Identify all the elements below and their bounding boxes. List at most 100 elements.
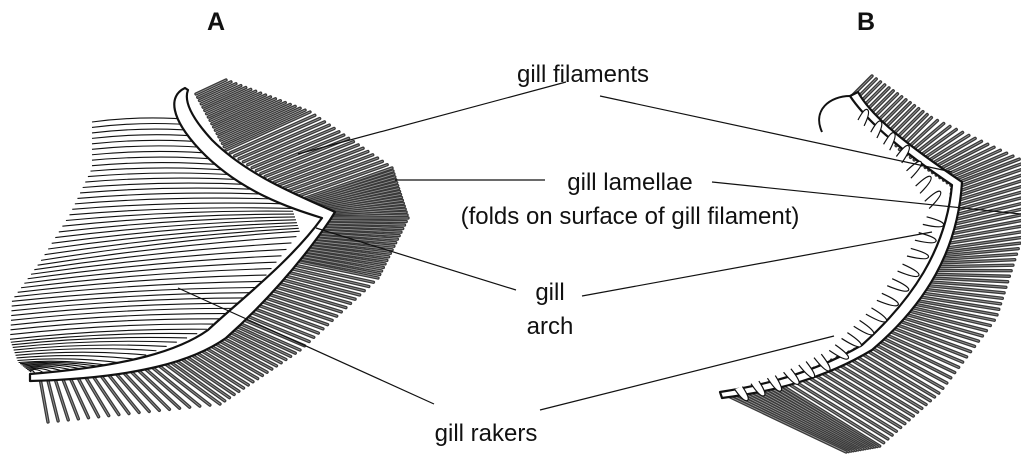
filament-highlight xyxy=(309,182,398,206)
filament-highlight xyxy=(836,357,923,409)
raker-loop xyxy=(813,353,831,372)
filament-highlight xyxy=(303,173,395,203)
raker-stroke xyxy=(62,213,295,227)
filament-highlight xyxy=(295,164,388,198)
filament-highlight xyxy=(939,253,1017,260)
filament-highlight xyxy=(291,268,370,287)
leader-lamellae-b xyxy=(711,181,1021,215)
filament-highlight xyxy=(206,90,257,115)
label-gill-lamellae-note: (folds on surface of gill filament) xyxy=(461,203,800,230)
gill-rakers-b xyxy=(725,108,945,402)
raker-stroke xyxy=(11,302,238,317)
raker-stroke xyxy=(77,192,272,199)
filament-highlight xyxy=(305,176,396,204)
filament-highlight xyxy=(243,309,315,338)
raker-loop xyxy=(886,278,910,292)
filament-highlight xyxy=(159,359,221,405)
raker-stroke xyxy=(85,177,251,183)
raker-stroke xyxy=(9,328,207,340)
filament-highlight xyxy=(215,100,281,131)
filament-highlight xyxy=(307,179,397,205)
panel-label-a: A xyxy=(207,8,225,36)
raker-loop xyxy=(798,361,816,379)
filament-highlight xyxy=(204,89,252,111)
raker-loop xyxy=(783,368,800,385)
filament-highlight xyxy=(222,107,301,144)
filament-highlight xyxy=(801,373,897,432)
filament-highlight xyxy=(944,242,1021,253)
filament-highlight xyxy=(945,237,1021,249)
filament-highlight xyxy=(903,309,987,332)
filament-highlight xyxy=(899,312,983,337)
filament-highlight xyxy=(168,354,230,399)
filament-highlight xyxy=(320,233,398,240)
filament-highlight xyxy=(247,305,319,334)
gill-arch-bone-a xyxy=(28,86,337,383)
raker-stroke xyxy=(58,216,295,233)
filament-highlight xyxy=(830,359,918,413)
filament-highlight xyxy=(255,299,328,325)
filament-highlight xyxy=(316,238,395,247)
raker-stroke xyxy=(13,344,167,351)
raker-stroke xyxy=(12,340,177,349)
filament-highlight xyxy=(310,246,389,258)
filament-highlight xyxy=(229,114,316,154)
filament-highlight xyxy=(946,225,1021,240)
raker-stroke xyxy=(91,162,231,167)
raker-loop xyxy=(870,120,883,139)
raker-stroke xyxy=(24,261,277,284)
filament-highlight xyxy=(864,343,944,389)
gill-hood-b xyxy=(818,95,851,133)
filament-highlight xyxy=(813,367,906,425)
raker-stroke xyxy=(55,219,296,239)
raker-loop xyxy=(865,307,888,323)
filament-highlight xyxy=(202,87,247,108)
raker-stroke xyxy=(90,167,237,172)
filament-highlight xyxy=(295,265,374,283)
filament-highlight xyxy=(273,147,364,183)
filament-highlight xyxy=(138,362,191,408)
raker-stroke xyxy=(82,182,258,189)
filament-highlight xyxy=(842,354,927,405)
filament-highlight xyxy=(912,299,998,316)
raker-stroke xyxy=(17,358,126,365)
filament-highlight xyxy=(195,79,227,95)
label-gill-lamellae: gill lamellae xyxy=(567,169,692,196)
filament-highlight xyxy=(53,375,69,421)
filament-highlight xyxy=(216,102,286,134)
leader-arch-a xyxy=(315,227,517,291)
filament-highlight xyxy=(131,363,180,409)
filament-highlight xyxy=(950,169,1021,195)
raker-stroke xyxy=(11,292,251,307)
raker-stroke xyxy=(40,230,300,261)
filament-highlight xyxy=(211,96,271,125)
filament-highlight xyxy=(318,235,397,244)
filament-highlight xyxy=(301,259,381,275)
filament-highlight xyxy=(200,85,242,105)
filament-highlight xyxy=(906,306,991,326)
filament-highlight xyxy=(327,222,405,226)
filament-highlight xyxy=(152,360,211,406)
raker-loop xyxy=(734,386,749,402)
filament-highlight xyxy=(199,83,237,101)
raker-stroke xyxy=(15,351,147,356)
filament-highlight xyxy=(922,284,1005,294)
filament-highlight xyxy=(286,157,378,192)
raker-stroke xyxy=(10,307,232,321)
raker-stroke xyxy=(14,348,157,354)
filament-highlight xyxy=(287,271,365,292)
filament-highlight xyxy=(207,92,261,118)
filament-highlight xyxy=(243,124,330,163)
filament-highlight xyxy=(790,378,889,440)
filament-highlight xyxy=(946,231,1021,244)
filament-highlight xyxy=(329,220,407,222)
raker-loop xyxy=(750,380,766,397)
raker-loop xyxy=(915,175,932,194)
raker-stroke xyxy=(48,224,298,250)
raker-stroke xyxy=(10,332,198,343)
raker-stroke xyxy=(14,280,262,298)
filament-highlight xyxy=(74,372,99,418)
filament-highlight xyxy=(282,154,374,189)
raker-stroke xyxy=(74,197,279,205)
raker-stroke xyxy=(27,255,282,280)
